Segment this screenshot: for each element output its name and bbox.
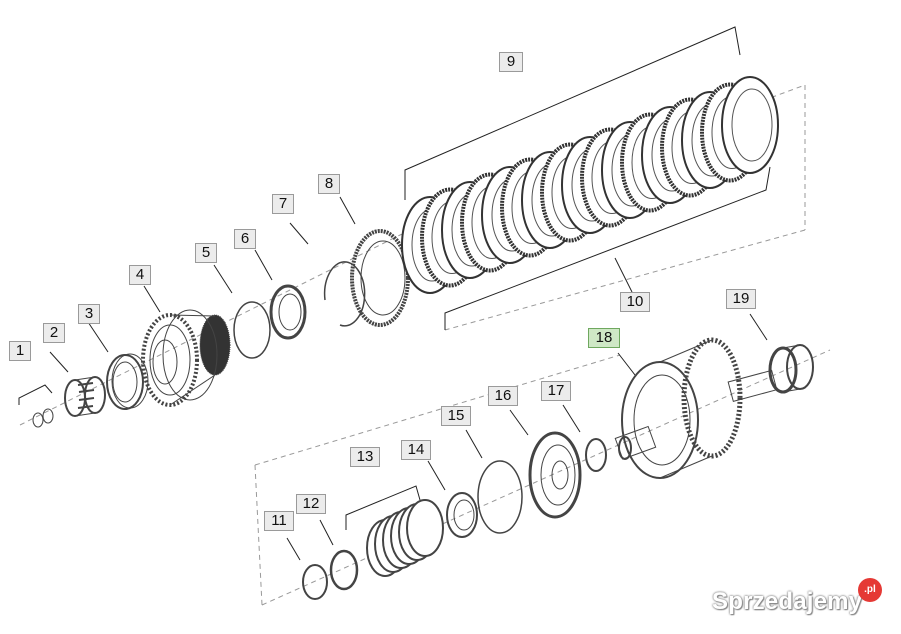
part-3-bearing-cup — [106, 353, 149, 410]
part-14-washer — [446, 492, 478, 538]
callout-7[interactable]: 7 — [272, 194, 294, 214]
clutch-disc-inner — [731, 88, 773, 162]
part-19-bearing — [768, 344, 814, 394]
spring-coil — [406, 499, 444, 557]
callout-9[interactable]: 9 — [499, 52, 523, 72]
part-11-snap-ring — [302, 564, 328, 600]
callout-14[interactable]: 14 — [401, 440, 431, 460]
part-15-seal-ring — [477, 460, 523, 534]
callout-5[interactable]: 5 — [195, 243, 217, 263]
callout-11[interactable]: 11 — [264, 511, 294, 531]
callout-3[interactable]: 3 — [78, 304, 100, 324]
callout-19[interactable]: 19 — [726, 289, 756, 309]
part-6-washer — [269, 284, 307, 340]
part-5-ring — [233, 301, 271, 359]
part-4-gear — [141, 309, 231, 407]
part-17-o-ring — [585, 438, 607, 472]
part-13-spring-pack — [366, 499, 444, 577]
callout-13[interactable]: 13 — [350, 447, 380, 467]
part-9-10-clutch-pack — [401, 76, 779, 294]
watermark-logo: Sprzedajemy — [712, 588, 863, 615]
callout-2[interactable]: 2 — [43, 323, 65, 343]
part-7-snap-ring — [323, 261, 366, 327]
callout-10[interactable]: 10 — [620, 292, 650, 312]
part-18-drum-assembly — [614, 337, 778, 479]
callout-8[interactable]: 8 — [318, 174, 340, 194]
callout-16[interactable]: 16 — [488, 386, 518, 406]
part-16-piston — [528, 431, 582, 519]
callout-18-highlighted[interactable]: 18 — [588, 328, 620, 348]
watermark-badge: .pl — [858, 578, 882, 602]
part-12-ring — [329, 549, 359, 591]
callout-4[interactable]: 4 — [129, 265, 151, 285]
callout-6[interactable]: 6 — [234, 229, 256, 249]
callout-15[interactable]: 15 — [441, 406, 471, 426]
part-2-bearing — [64, 376, 106, 417]
part-8-plate — [350, 229, 410, 327]
callout-1[interactable]: 1 — [9, 341, 31, 361]
callout-17[interactable]: 17 — [541, 381, 571, 401]
clutch-disc — [721, 76, 779, 174]
callout-12[interactable]: 12 — [296, 494, 326, 514]
part-1-o-rings — [32, 408, 54, 428]
leader-lines — [18, 26, 771, 561]
